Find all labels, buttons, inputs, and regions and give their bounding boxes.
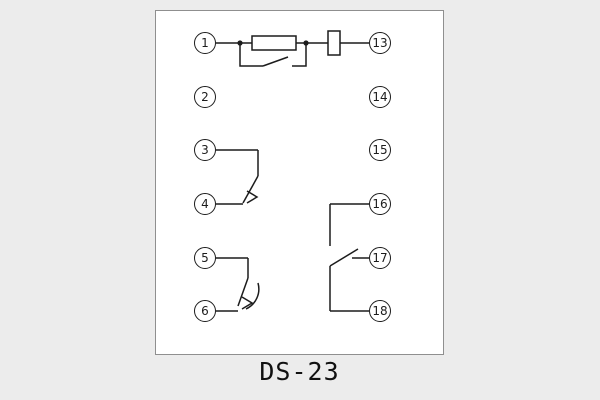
- model-label: DS-23: [259, 357, 340, 386]
- terminal-17: 17: [369, 247, 391, 269]
- terminal-5: 5: [194, 247, 216, 269]
- terminal-4: 4: [194, 193, 216, 215]
- diagram-panel: [155, 10, 444, 355]
- terminal-13: 13: [369, 32, 391, 54]
- terminal-18: 18: [369, 300, 391, 322]
- terminal-15: 15: [369, 139, 391, 161]
- terminal-16: 16: [369, 193, 391, 215]
- terminal-2: 2: [194, 86, 216, 108]
- terminal-14: 14: [369, 86, 391, 108]
- terminal-6: 6: [194, 300, 216, 322]
- terminal-3: 3: [194, 139, 216, 161]
- terminal-1: 1: [194, 32, 216, 54]
